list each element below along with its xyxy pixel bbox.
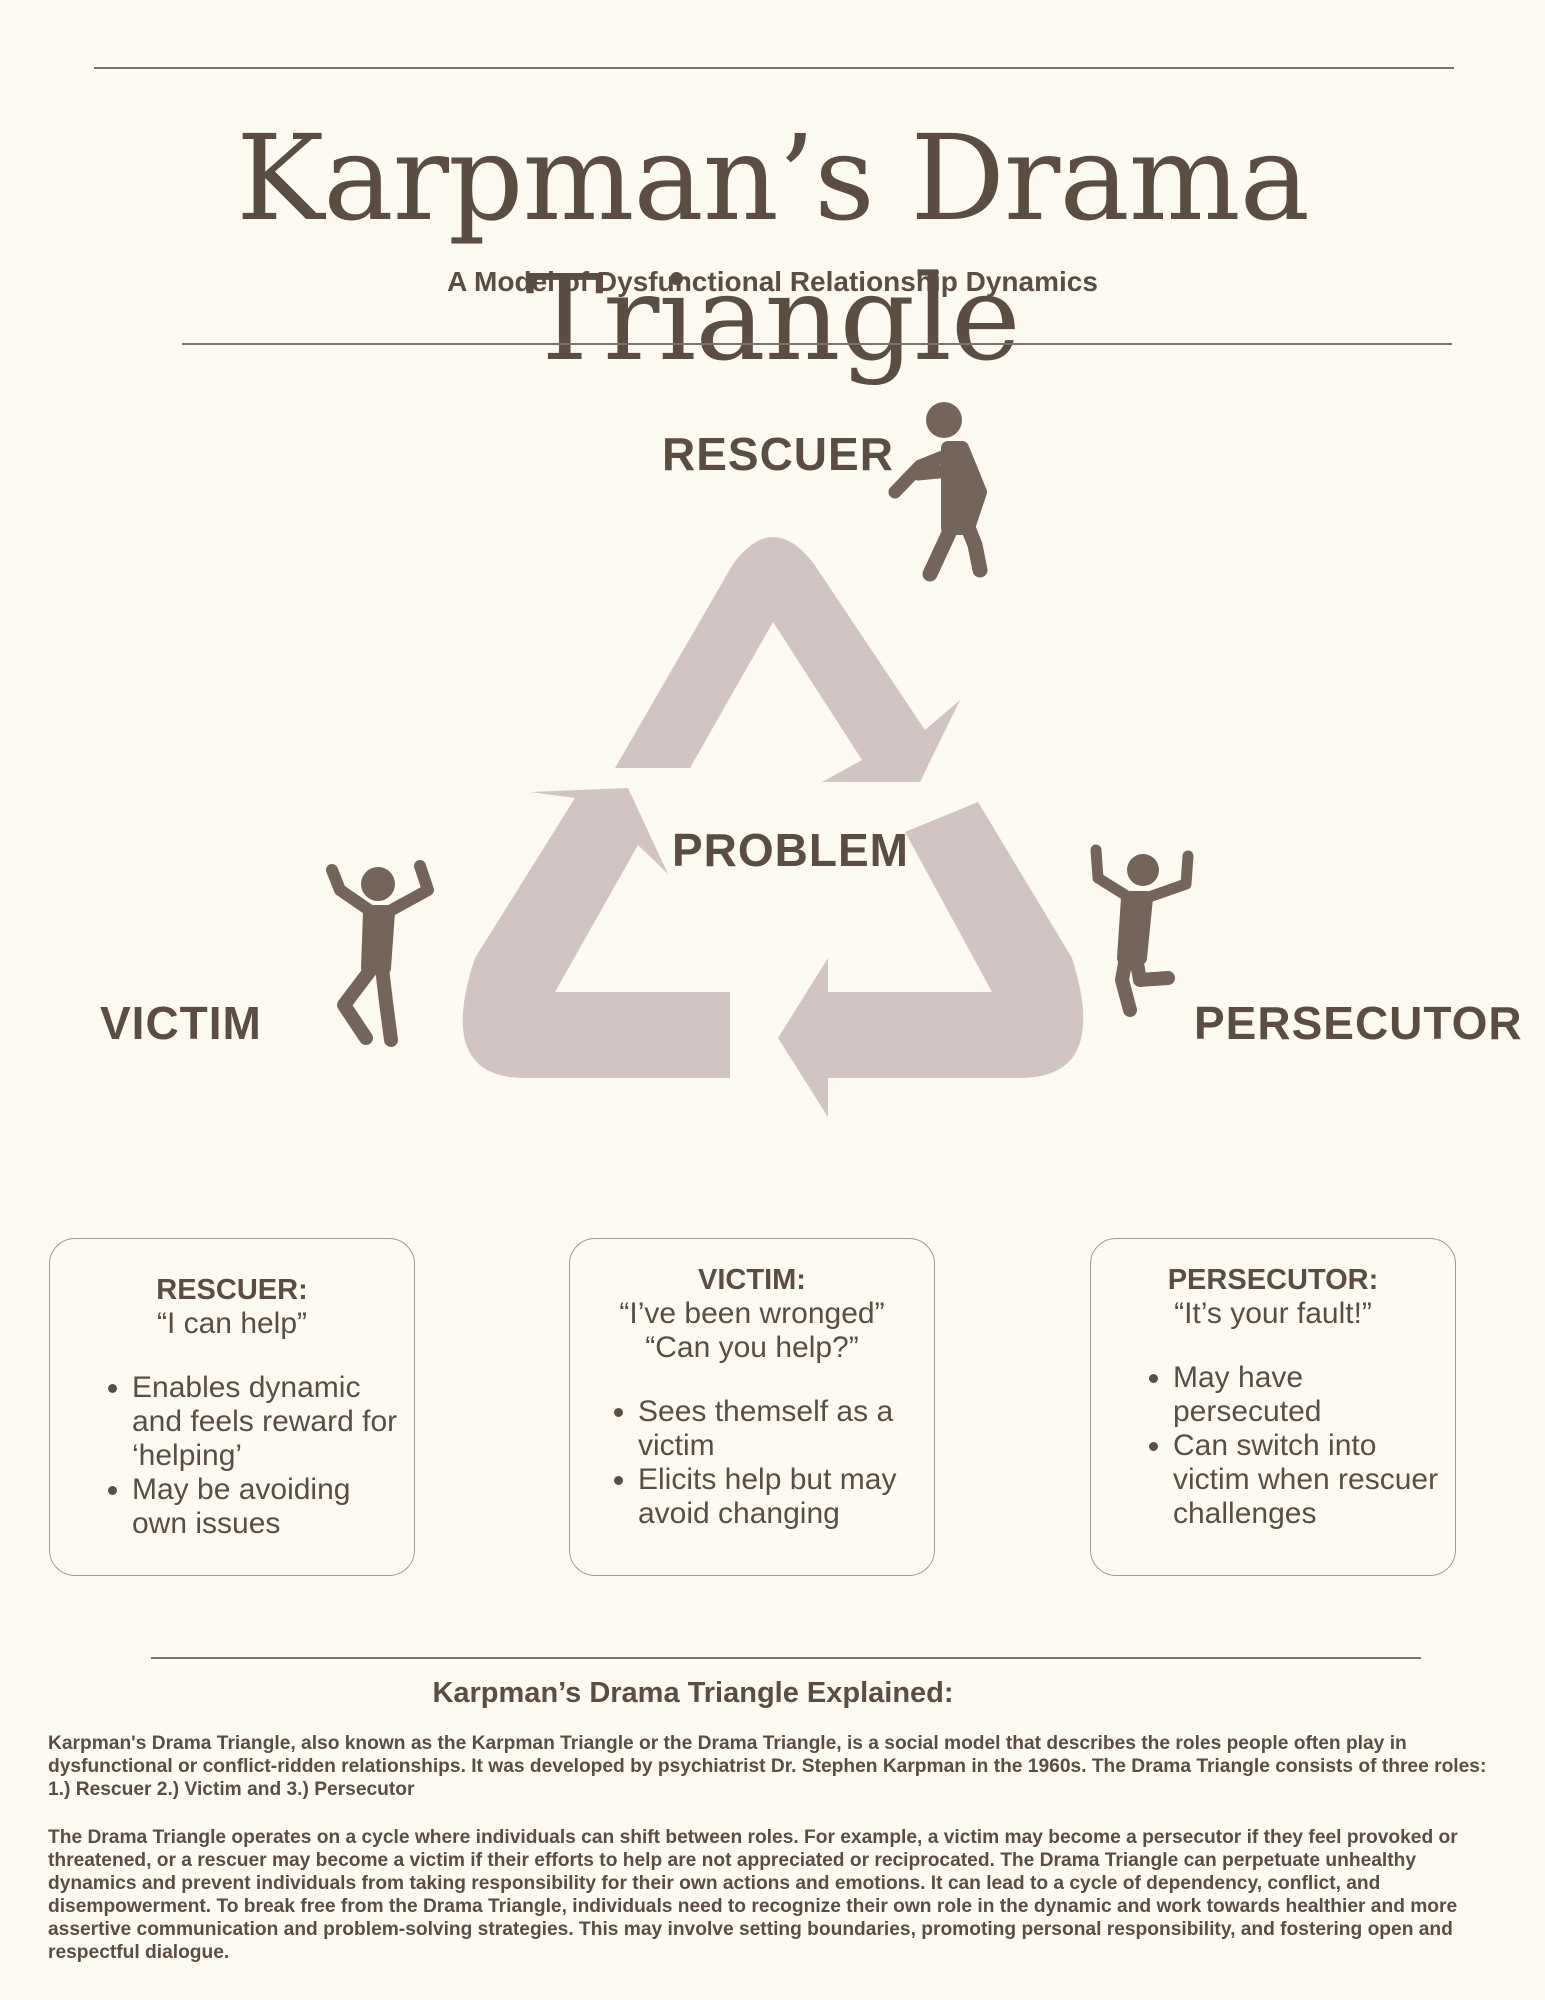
card-heading: VICTIM:: [698, 1264, 806, 1296]
explanation-title: Karpman’s Drama Triangle Explained:: [432, 1677, 954, 1709]
explanation-paragraph: The Drama Triangle operates on a cycle w…: [48, 1827, 1458, 1963]
persecutor-figure-icon: [1090, 844, 1194, 1017]
card-quote: “I can help”: [156, 1307, 308, 1340]
top-rule: [94, 67, 1454, 69]
recycle-arrows: [462, 537, 1084, 1117]
rescuer-figure-icon: [888, 402, 988, 582]
explanation-top-rule: [151, 1657, 1421, 1659]
victim-card: VICTIM: “I’ve been wronged” “Can you hel…: [569, 1238, 935, 1576]
card-bullet: Enables dynamic and feels reward for ‘he…: [132, 1371, 400, 1473]
arrow-left: [462, 788, 730, 1078]
victim-figure-icon: [326, 860, 434, 1047]
arrow-top: [615, 537, 960, 782]
card-bullet-list: Enables dynamic and feels reward for ‘he…: [50, 1371, 414, 1541]
card-bullet: Can switch into victim when rescuer chal…: [1173, 1429, 1441, 1531]
card-bullet: Elicits help but may avoid changing: [638, 1463, 920, 1531]
card-heading: RESCUER:: [156, 1274, 308, 1306]
card-bullet: Sees themself as a victim: [638, 1395, 920, 1463]
header-bottom-rule: [182, 343, 1452, 345]
persecutor-label: PERSECUTOR: [1194, 997, 1523, 1049]
page-subtitle: A Model of Dysfunctional Relationship Dy…: [447, 266, 1098, 297]
persecutor-card: PERSECUTOR: “It’s your fault!” May have …: [1090, 1238, 1456, 1576]
explanation-paragraph: Karpman's Drama Triangle, also known as …: [48, 1733, 1487, 1800]
victim-label: VICTIM: [100, 997, 262, 1049]
card-bullet: May have persecuted: [1173, 1361, 1441, 1429]
card-heading: PERSECUTOR:: [1167, 1264, 1379, 1296]
card-quote: “It’s your fault!”: [1174, 1297, 1372, 1330]
card-bullet: May be avoiding own issues: [132, 1473, 400, 1541]
arrow-right: [778, 802, 1084, 1117]
card-bullet-list: May have persecuted Can switch into vict…: [1091, 1361, 1455, 1531]
drama-triangle-diagram: [326, 402, 1194, 1117]
card-bullet-list: Sees themself as a victim Elicits help b…: [570, 1395, 934, 1531]
card-quote: “I’ve been wronged”: [619, 1297, 885, 1330]
rescuer-card: RESCUER: “I can help” Enables dynamic an…: [49, 1238, 415, 1576]
rescuer-label: RESCUER: [662, 428, 894, 480]
card-quote: “Can you help?”: [645, 1331, 859, 1364]
problem-label: PROBLEM: [672, 824, 909, 876]
page-title: Karpman’s Drama Triangle: [236, 109, 1310, 387]
